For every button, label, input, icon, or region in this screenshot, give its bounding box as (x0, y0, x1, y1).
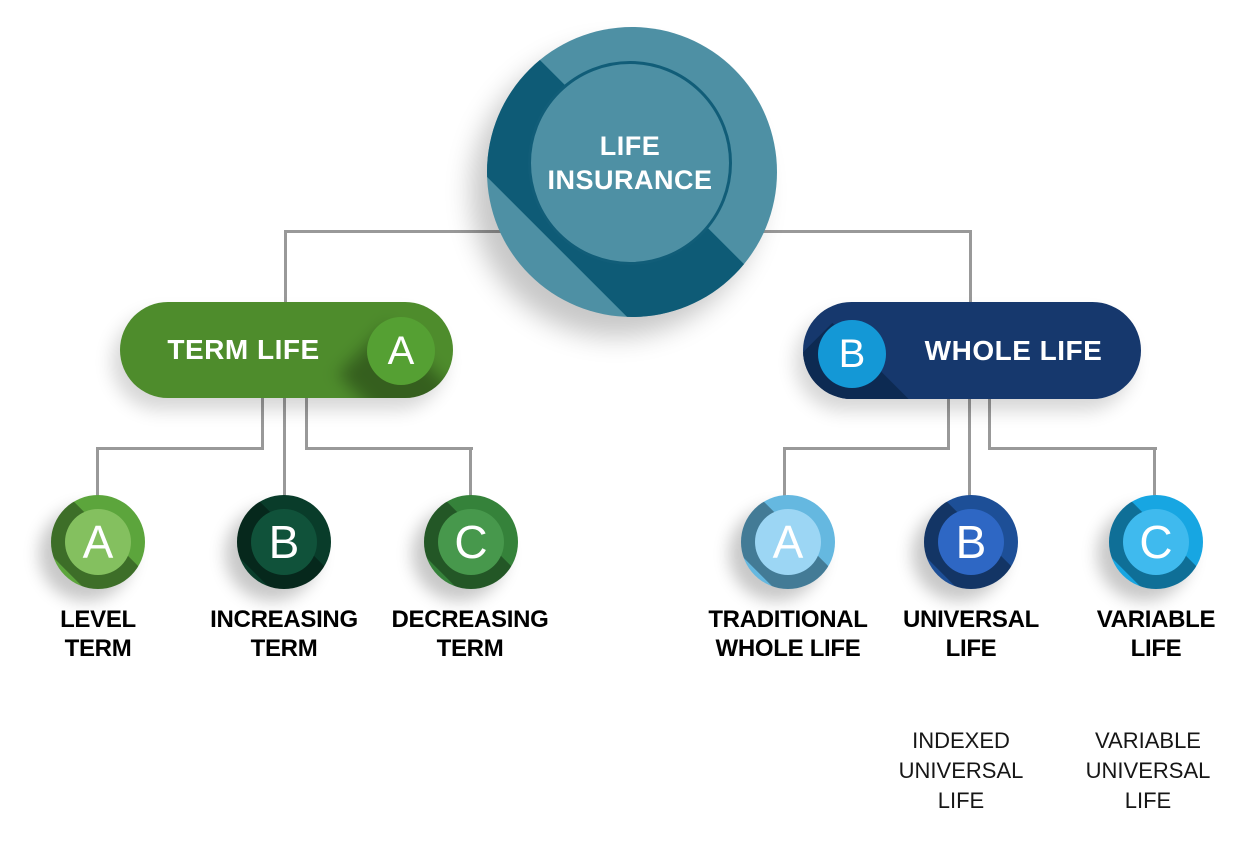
subnote-indexed-universal-life: INDEXED UNIVERSAL LIFE (841, 726, 1081, 816)
connector-root-to-term (284, 230, 287, 304)
branch-badge-term-life: A (367, 317, 435, 385)
label-line: INCREASING (210, 606, 358, 633)
label-decreasing-term: DECREASING TERM (350, 605, 590, 663)
branch-label-term-life: TERM LIFE (167, 334, 320, 365)
connector-whole-drop-c (1153, 447, 1156, 497)
label-line: WHOLE LIFE (715, 635, 861, 662)
subnote-line: LIFE (937, 788, 985, 813)
connector-whole-elbow-left (783, 447, 950, 450)
node-increasing-term: B (237, 495, 331, 589)
node-level-term: A (51, 495, 145, 589)
node-inner-traditional: A (755, 509, 821, 575)
branch-label-whole-life: WHOLE LIFE (924, 334, 1103, 366)
label-line: TRADITIONAL (708, 606, 868, 633)
node-inner-increasing-term: B (251, 509, 317, 575)
branch-pill-term-life: TERM LIFE A (120, 302, 453, 398)
label-line: VARIABLE (1096, 606, 1216, 633)
label-traditional-whole-life: TRADITIONAL WHOLE LIFE (668, 605, 908, 663)
connector-term-stub-a (261, 396, 264, 450)
connector-term-elbow-left (96, 447, 264, 450)
label-line: LIFE (945, 635, 997, 662)
node-letter-decreasing-term: C (454, 516, 488, 568)
label-line: LIFE (1130, 635, 1182, 662)
branch-badge-whole-life: B (818, 320, 886, 388)
node-letter-increasing-term: B (268, 516, 300, 568)
subnote-line: UNIVERSAL (898, 758, 1024, 783)
branch-badge-letter-whole: B (838, 331, 866, 376)
label-line: LEVEL (60, 606, 136, 633)
connector-term-stub-b (283, 396, 286, 498)
node-decreasing-term: C (424, 495, 518, 589)
label-line: TERM (250, 635, 318, 662)
label-line: UNIVERSAL (903, 606, 1039, 633)
node-letter-traditional: A (772, 516, 804, 568)
connector-whole-stub-c (988, 397, 991, 450)
label-increasing-term: INCREASING TERM (164, 605, 404, 663)
label-line: TERM (436, 635, 504, 662)
root-title-line1: LIFE (599, 131, 661, 161)
subnote-line: VARIABLE (1095, 728, 1201, 753)
root-title-line2: INSURANCE (547, 165, 713, 195)
connector-term-drop-a (96, 447, 99, 497)
connector-whole-drop-a (783, 447, 786, 497)
subnote-variable-universal-life: VARIABLE UNIVERSAL LIFE (1028, 726, 1245, 816)
connector-root-to-whole (969, 230, 972, 304)
root-node-life-insurance: LIFE INSURANCE (487, 27, 777, 317)
connector-term-drop-c (469, 447, 472, 497)
node-inner-decreasing-term: C (438, 509, 504, 575)
node-inner-universal: B (938, 509, 1004, 575)
root-inner-circle: LIFE INSURANCE (528, 61, 732, 265)
branch-pill-whole-life: B WHOLE LIFE (803, 302, 1141, 399)
node-traditional-whole-life: A (741, 495, 835, 589)
connector-whole-stub-a (947, 397, 950, 450)
subnote-line: INDEXED (912, 728, 1010, 753)
connector-term-elbow-right (305, 447, 473, 450)
node-inner-level-term: A (65, 509, 131, 575)
branch-badge-letter-term: A (387, 328, 415, 373)
node-universal-life: B (924, 495, 1018, 589)
node-variable-life: C (1109, 495, 1203, 589)
connector-whole-stub-b (968, 397, 971, 498)
node-inner-variable: C (1123, 509, 1189, 575)
connector-term-stub-c (305, 396, 308, 450)
subnote-line: UNIVERSAL (1085, 758, 1211, 783)
label-variable-life: VARIABLE LIFE (1036, 605, 1245, 663)
node-letter-level-term: A (82, 516, 114, 568)
label-level-term: LEVEL TERM (0, 605, 218, 663)
node-letter-variable: C (1139, 516, 1173, 568)
label-universal-life: UNIVERSAL LIFE (851, 605, 1091, 663)
node-letter-universal: B (955, 516, 987, 568)
label-line: DECREASING (391, 606, 549, 633)
label-line: TERM (64, 635, 132, 662)
connector-whole-elbow-right (988, 447, 1157, 450)
subnote-line: LIFE (1124, 788, 1172, 813)
